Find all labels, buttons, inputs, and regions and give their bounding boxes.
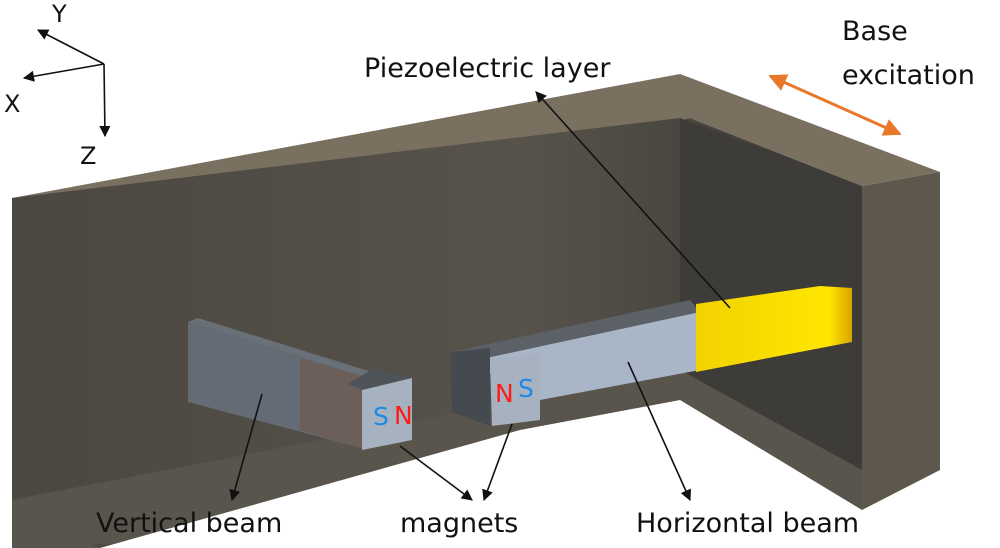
magnet-left bbox=[348, 368, 412, 450]
magnet-right-pole-n: N bbox=[495, 379, 514, 408]
magnet-left-pole-n: N bbox=[394, 401, 413, 430]
excitation-arrow bbox=[768, 74, 902, 136]
magnets-label: magnets bbox=[400, 508, 519, 539]
magnet-right-leader bbox=[482, 423, 513, 502]
frame-top-surface bbox=[12, 74, 940, 240]
piezo-leader bbox=[535, 91, 731, 309]
axis-y-label: Y bbox=[52, 0, 67, 28]
piezo-label: Piezoelectric layer bbox=[364, 53, 611, 84]
axis-triad bbox=[22, 29, 111, 138]
magnet-left-leader bbox=[399, 445, 473, 501]
horizontal-beam-leader bbox=[627, 361, 691, 502]
magnet-left-pole-s: S bbox=[373, 402, 389, 431]
magnet-right bbox=[450, 348, 540, 426]
frame-right-wall bbox=[862, 172, 940, 510]
piezo-layer bbox=[696, 286, 852, 372]
vertical-beam-leader bbox=[229, 393, 263, 502]
vertical-beam bbox=[188, 318, 372, 448]
base-excitation-label-line2: excitation bbox=[842, 60, 975, 91]
horizontal-beam-label: Horizontal beam bbox=[636, 508, 860, 539]
vertical-beam-label: Vertical beam bbox=[96, 508, 283, 539]
base-excitation-label-line1: Base bbox=[842, 16, 908, 47]
axis-z-label: Z bbox=[80, 142, 97, 170]
axis-x-label: X bbox=[4, 90, 21, 118]
magnet-right-pole-s: S bbox=[518, 374, 534, 403]
